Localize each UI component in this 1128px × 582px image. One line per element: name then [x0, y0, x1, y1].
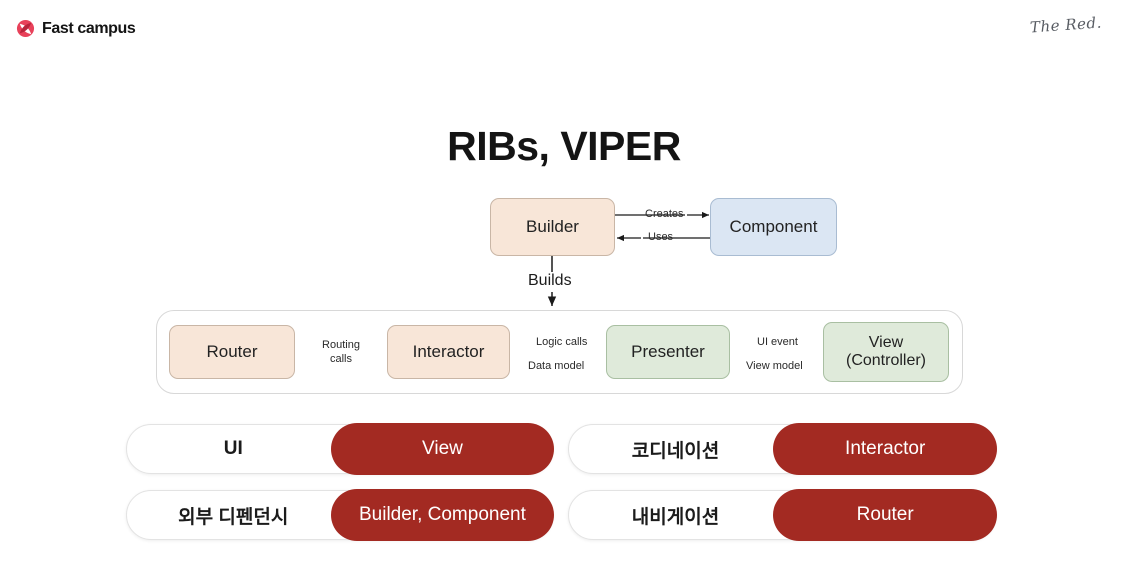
mapping-card[interactable]: 코디네이션 Interactor: [568, 423, 997, 475]
edge-label-data-model: Data model: [528, 360, 585, 372]
edge-label-uses: Uses: [648, 231, 674, 243]
mapping-card-concept: UI: [223, 438, 243, 459]
brand-name: Fast campus: [42, 19, 136, 37]
node-router: Router: [169, 325, 295, 379]
course-logo: The Red.: [1029, 13, 1103, 37]
edge-label-routing-calls: Routing calls: [322, 339, 360, 365]
node-component-label: Component: [729, 217, 818, 237]
mapping-card-concept: 코디네이션: [631, 440, 720, 462]
mapping-card[interactable]: 내비게이션 Router: [568, 489, 997, 541]
node-view-label-line2: (Controller): [845, 352, 926, 369]
page-title: RIBs, VIPER: [447, 123, 681, 169]
fastcampus-logo-icon: [16, 19, 35, 38]
mapping-card-component[interactable]: Interactor: [773, 423, 997, 475]
mapping-card[interactable]: 외부 디펜던시 Builder, Component: [126, 489, 554, 541]
mapping-card-concept: 외부 디펜던시: [178, 506, 289, 528]
node-interactor: Interactor: [387, 325, 510, 379]
node-builder: Builder: [490, 198, 615, 256]
node-builder-label: Builder: [526, 217, 579, 237]
node-interactor-label: Interactor: [412, 342, 485, 362]
node-view-controller: View (Controller): [823, 322, 949, 382]
node-presenter-label: Presenter: [631, 342, 705, 362]
node-router-label: Router: [206, 342, 258, 362]
mapping-card-component[interactable]: View: [330, 423, 554, 475]
mapping-card-component[interactable]: Router: [773, 489, 997, 541]
node-component: Component: [710, 198, 837, 256]
edge-label-creates: Creates: [645, 208, 684, 220]
edge-label-view-model: View model: [746, 360, 803, 372]
edge-label-builds: Builds: [528, 272, 572, 289]
edge-label-logic-calls: Logic calls: [536, 336, 588, 348]
mapping-card-component[interactable]: Builder, Component: [330, 489, 554, 541]
brand-logo: Fast campus: [16, 19, 136, 38]
mapping-card[interactable]: UI View: [126, 423, 554, 475]
edge-label-ui-event: UI event: [757, 336, 798, 348]
mapping-card-concept: 내비게이션: [631, 506, 720, 528]
node-view-label-line1: View: [868, 333, 904, 351]
node-presenter: Presenter: [606, 325, 730, 379]
